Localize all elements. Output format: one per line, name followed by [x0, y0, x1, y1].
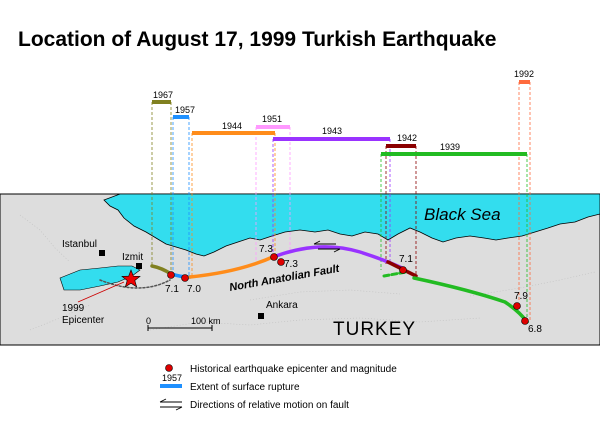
rupture-year-labels: 1967 1957 1944 1951 1943 1942 1939 1992 [153, 69, 534, 152]
magnitude-label: 7.1 [165, 284, 179, 295]
black-sea [103, 193, 600, 257]
scale-zero: 0 [146, 316, 151, 326]
legend-motion-text: Directions of relative motion on fault [190, 400, 349, 411]
ankara-marker [258, 313, 264, 319]
motion-arrows [313, 240, 341, 253]
epicenter-dot [513, 302, 521, 310]
legend-motion-arrows-icon [159, 398, 183, 411]
fault-dashed-west [99, 279, 171, 289]
rupture-year-1957: 1957 [175, 105, 195, 115]
epicenter-dot [167, 271, 175, 279]
magnitude-label: 7.3 [259, 244, 273, 255]
scale-distance: 100 km [191, 316, 221, 326]
scale-bar: 0 100 km [146, 316, 221, 331]
legend-rupture-year: 1957 [162, 373, 182, 383]
epicenter-dot [521, 317, 529, 325]
izmit-label: Izmit [122, 252, 143, 263]
legend-rupture-text: Extent of surface rupture [190, 382, 300, 393]
map-title: Location of August 17, 1999 Turkish Eart… [18, 28, 496, 51]
cities: Istanbul Izmit Ankara [62, 239, 298, 319]
fault-segment-1944 [188, 254, 277, 279]
epicenter-dot [399, 266, 407, 274]
ankara-label: Ankara [266, 300, 298, 311]
black-sea-label: Black Sea [424, 205, 501, 224]
magnitude-label: 7.3 [284, 259, 298, 270]
epicenter-label-text: Epicenter [62, 315, 105, 326]
rupture-year-1942: 1942 [397, 133, 417, 143]
rupture-year-1967: 1967 [153, 90, 173, 100]
historical-epicenters [167, 253, 529, 325]
epicenter-dot [181, 274, 189, 282]
epicenter-pointer [77, 281, 125, 303]
magnitude-label: 7.0 [187, 284, 201, 295]
magnitude-labels: 7.1 7.0 7.3 7.3 7.1 7.9 6.8 [165, 244, 542, 335]
fault-segment-1939 [412, 276, 529, 324]
legend-epicenter-icon [165, 364, 173, 372]
istanbul-marker [99, 250, 105, 256]
epicenter-star-icon [121, 269, 141, 288]
rupture-projection-lines [151, 82, 531, 322]
magnitude-label: 7.9 [514, 291, 528, 302]
rupture-year-1944: 1944 [222, 121, 242, 131]
background-lines [19, 214, 596, 331]
epicenter-dot [270, 253, 278, 261]
rupture-year-1939: 1939 [440, 142, 460, 152]
rupture-year-1992: 1992 [514, 69, 534, 79]
legend: Historical earthquake epicenter and magn… [159, 364, 397, 411]
magnitude-label: 7.1 [399, 254, 413, 265]
turkey-label: TURKEY [333, 319, 416, 340]
rupture-year-1951: 1951 [262, 114, 282, 124]
legend-epicenter-text: Historical earthquake epicenter and magn… [190, 364, 397, 375]
epicenter-label-year: 1999 [62, 303, 85, 314]
fault-traces [99, 245, 529, 324]
marmara-sea [59, 265, 141, 291]
magnitude-label: 6.8 [528, 324, 542, 335]
izmit-marker [136, 263, 142, 269]
rupture-year-1943: 1943 [322, 126, 342, 136]
epicenter-dot [277, 258, 285, 266]
istanbul-label: Istanbul [62, 239, 97, 250]
rupture-bars [152, 80, 530, 156]
